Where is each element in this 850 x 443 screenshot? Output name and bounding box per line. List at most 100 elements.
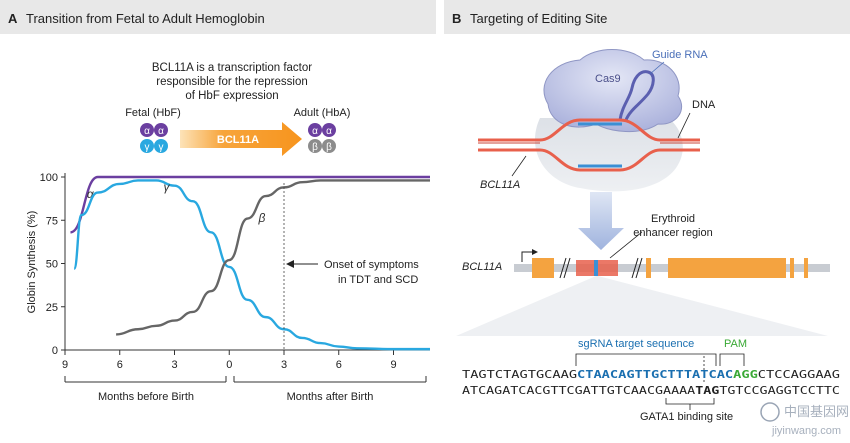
arrow-label: BCL11A xyxy=(217,134,259,146)
dna-label: DNA xyxy=(692,99,716,111)
y-tick-label: 0 xyxy=(52,345,58,357)
series-line-1 xyxy=(72,179,430,351)
dna-top-strand xyxy=(478,118,700,142)
after-birth-label: Months after Birth xyxy=(287,391,374,403)
hba-beta-2-glyph: β xyxy=(326,142,332,153)
gene-map: BCL11A xyxy=(462,249,830,279)
y-tick-label: 50 xyxy=(46,259,58,271)
x-tick-label: 3 xyxy=(171,359,177,371)
hbf-alpha-1 xyxy=(140,123,154,137)
cas9-label: Cas9 xyxy=(595,73,621,85)
onset-annotation: Onset of symptoms in TDT and SCD xyxy=(286,259,419,286)
panel-a-header xyxy=(0,0,436,34)
zoom-wedge xyxy=(456,276,828,336)
sgrna-bracket xyxy=(575,353,717,366)
hbf-gamma-1 xyxy=(140,139,154,153)
x-tick-label: 3 xyxy=(281,359,287,371)
hba-alpha-1-glyph: α xyxy=(312,126,318,137)
y-tick-label: 75 xyxy=(46,215,58,227)
y-tick-label: 100 xyxy=(40,172,58,184)
break-mark-1a xyxy=(559,257,567,279)
panel-b-header xyxy=(444,0,850,34)
seq-top-pre: TAGTCTAGTGCAAG xyxy=(462,370,577,381)
enhancer-line-2: enhancer region xyxy=(633,227,713,239)
panel-a-title: Transition from Fetal to Adult Hemoglobi… xyxy=(26,11,265,26)
hba-beta-2 xyxy=(322,139,336,153)
dna-pointer xyxy=(677,112,691,139)
gene-label: BCL11A xyxy=(462,261,502,273)
exon-3 xyxy=(668,258,786,278)
series-line-2 xyxy=(116,179,430,336)
series-label-1: γ xyxy=(164,180,171,194)
hba-alpha-2 xyxy=(322,123,336,137)
description-line-3: of HbF expression xyxy=(185,90,278,102)
break-mark-2a xyxy=(631,257,639,279)
dna-bottom-strand xyxy=(478,148,700,172)
guide-rna-strand xyxy=(618,70,655,121)
panel-a: A Transition from Fetal to Adult Hemoglo… xyxy=(0,0,436,443)
seq-bottom-post: TGTCCGAGGTCCTTC xyxy=(719,386,840,397)
break-mark-1b xyxy=(563,257,571,279)
tss-arrow-head xyxy=(532,249,538,255)
hba-alpha-1 xyxy=(308,123,322,137)
down-arrow xyxy=(578,192,624,250)
panel-a-background xyxy=(0,0,436,443)
exon-2 xyxy=(646,258,651,278)
onset-arrow-head xyxy=(286,260,294,268)
onset-text-line-1: Onset of symptoms xyxy=(324,259,419,271)
pam-label: PAM xyxy=(724,338,747,350)
seq-bottom-bold: TAG xyxy=(695,386,719,397)
y-ticks: 0 25 50 75 100 xyxy=(40,172,65,357)
hbf-alpha-2 xyxy=(154,123,168,137)
x-tick-label: 6 xyxy=(336,359,342,371)
bcl11a-arrow: BCL11A xyxy=(180,122,302,156)
hba-molecule: α α β β xyxy=(308,123,336,153)
bcl11a-strand-label: BCL11A xyxy=(480,179,520,191)
x-tick-label: 9 xyxy=(62,359,68,371)
hbf-molecule: α α γ γ xyxy=(140,123,168,153)
description-line-1: BCL11A is a transcription factor xyxy=(152,62,312,74)
panel-a-letter: A xyxy=(8,11,18,26)
gata1-label: GATA1 binding site xyxy=(640,411,733,423)
hbf-gamma-2 xyxy=(154,139,168,153)
y-tick-label: 25 xyxy=(46,302,58,314)
hbf-alpha-1-glyph: α xyxy=(144,126,150,137)
x-tick-label: 9 xyxy=(390,359,396,371)
series-line-0 xyxy=(70,175,430,234)
bcl11a-pointer xyxy=(511,155,527,177)
hbf-gamma-2-glyph: γ xyxy=(159,142,164,153)
onset-text-line-2: in TDT and SCD xyxy=(338,274,418,286)
series-label-0: α xyxy=(87,187,95,201)
enhancer-pointer xyxy=(609,231,643,259)
sgrna-label: sgRNA target sequence xyxy=(578,338,694,350)
seq-top-post: CTCCAGGAAG xyxy=(758,370,840,381)
seq-top-target: CTAACAGTTGCTTTATCAC xyxy=(577,370,733,381)
x-tick-label: 6 xyxy=(117,359,123,371)
arrow-shape xyxy=(180,122,302,156)
watermark: 中国基因网 jiyinwang.com xyxy=(760,402,849,437)
panel-b: B Targeting of Editing Site Cas9 Guide R… xyxy=(444,0,850,443)
guide-rna-pointer xyxy=(649,61,665,75)
edit-site xyxy=(594,260,598,276)
y-axis-label: Globin Synthesis (%) xyxy=(26,211,38,314)
exon-1 xyxy=(532,258,554,278)
hba-beta-1 xyxy=(308,139,322,153)
break-mark-2b xyxy=(635,257,643,279)
panel-b-title: Targeting of Editing Site xyxy=(470,11,607,26)
watermark-line-2: jiyinwang.com xyxy=(771,425,841,437)
description-line-2: responsible for the repression xyxy=(156,76,308,88)
hbf-alpha-2-glyph: α xyxy=(158,126,164,137)
hba-alpha-2-glyph: α xyxy=(326,126,332,137)
guide-rna-label: Guide RNA xyxy=(652,49,708,61)
enhancer-line-1: Erythroid xyxy=(651,213,695,225)
panel-b-letter: B xyxy=(452,11,461,26)
fetal-label: Fetal (HbF) xyxy=(125,107,181,119)
tss-arrow-line xyxy=(521,251,532,262)
before-birth-label: Months before Birth xyxy=(98,391,194,403)
seq-top-pam: AGG xyxy=(733,370,758,381)
